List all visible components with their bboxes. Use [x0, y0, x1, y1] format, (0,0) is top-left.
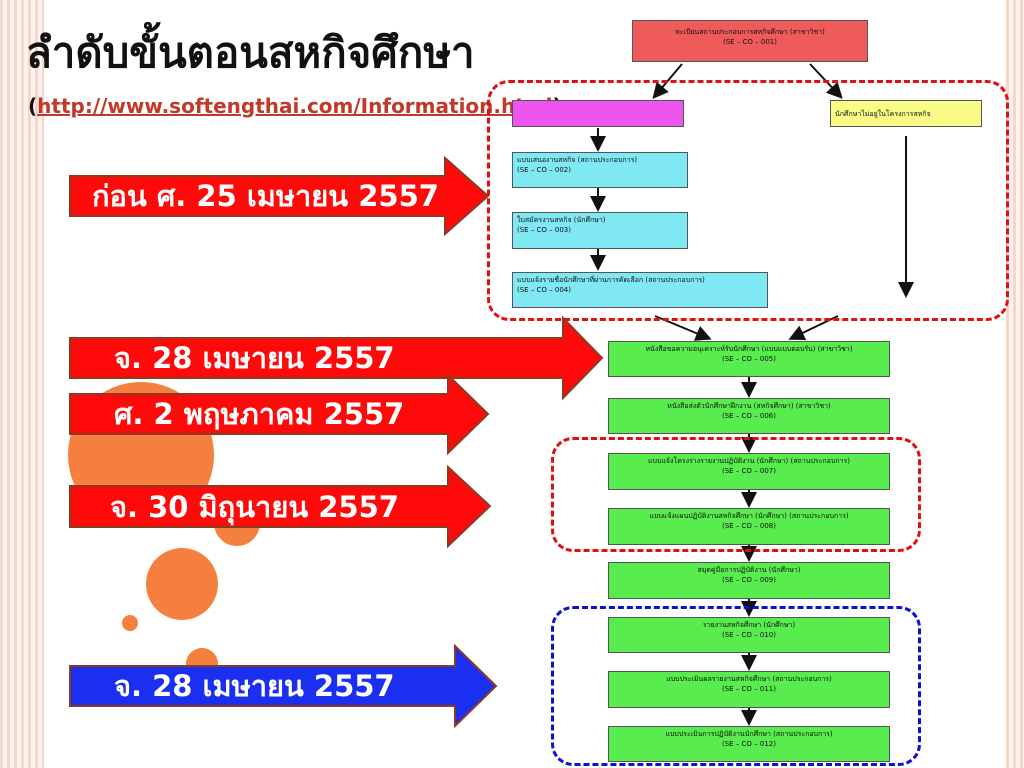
box-code: (SE – CO – 002) [517, 166, 571, 174]
source-reference: (http://www.softengthai.com/Information.… [28, 94, 562, 118]
left-stripe-decoration [0, 0, 44, 768]
box-title: แบบแจ้งรายชื่อนักศึกษาที่ผ่านการคัดเลือก… [517, 276, 705, 284]
flow-box-005: หนังสือขอความอนุเคราะห์รับนักศึกษา (แบบแ… [608, 341, 890, 377]
banner-label-3: ศ. 2 พฤษภาคม 2557 [114, 397, 405, 431]
box-title: สมุดคู่มือการปฏิบัติงาน (นักศึกษา) [697, 566, 801, 574]
box-code: (SE – CO – 005) [722, 355, 776, 363]
flow-box-not-in-program: นักศึกษาไม่อยู่ในโครงการสหกิจ [830, 100, 982, 127]
flow-box-002: แบบเสนองานสหกิจ (สถานประกอบการ) (SE – CO… [512, 152, 688, 188]
flow-box-004: แบบแจ้งรายชื่อนักศึกษาที่ผ่านการคัดเลือก… [512, 272, 768, 308]
box-code: (SE – CO – 009) [722, 576, 776, 584]
flow-box-012: แบบประเมินการปฏิบัติงานนักศึกษา (สถานประ… [608, 726, 890, 762]
box-title: แบบแจ้งแผนปฏิบัติงานสหกิจศึกษา (นักศึกษา… [649, 512, 849, 520]
box-code: (SE – CO – 007) [722, 467, 776, 475]
flow-box-in-program [512, 100, 684, 127]
right-stripe-decoration [1006, 0, 1024, 768]
box-title: นักศึกษาไม่อยู่ในโครงการสหกิจ [835, 110, 931, 118]
box-code: (SE – CO – 004) [517, 286, 571, 294]
slide-title: ลำดับขั้นตอนสหกิจศึกษา [26, 28, 475, 77]
banner-label-4: จ. 30 มิถุนายน 2557 [110, 489, 399, 524]
box-title: แบบแจ้งโครงร่างรายงานปฏิบัติงาน (นักศึกษ… [648, 457, 850, 465]
flow-box-007: แบบแจ้งโครงร่างรายงานปฏิบัติงาน (นักศึกษ… [608, 453, 890, 490]
box-title: แบบประเมินผลรายงานสหกิจศึกษา (สถานประกอบ… [666, 675, 832, 683]
box-code: (SE – CO – 006) [722, 412, 776, 420]
box-code: (SE – CO – 010) [722, 631, 776, 639]
flow-box-006: หนังสือส่งตัวนักศึกษาฝึกงาน (สหกิจศึกษา)… [608, 398, 890, 434]
decor-circle-medium [146, 548, 218, 620]
box-title: ทะเบียนสถานประกอบการสหกิจศึกษา (สาขาวิชา… [675, 28, 825, 36]
flow-box-001: ทะเบียนสถานประกอบการสหกิจศึกษา (สาขาวิชา… [632, 20, 868, 62]
source-link[interactable]: http://www.softengthai.com/Information.h… [37, 94, 553, 118]
box-code: (SE – CO – 008) [722, 522, 776, 530]
banner-label-2: จ. 28 เมษายน 2557 [114, 341, 395, 375]
box-title: แบบประเมินการปฏิบัติงานนักศึกษา (สถานประ… [665, 730, 833, 738]
box-code: (SE – CO – 011) [722, 685, 776, 693]
group-outline-final [551, 606, 921, 766]
flow-box-011: แบบประเมินผลรายงานสหกิจศึกษา (สถานประกอบ… [608, 671, 890, 708]
box-title: รายงานสหกิจศึกษา (นักศึกษา) [702, 621, 796, 629]
box-title: ใบสมัครงานสหกิจ (นักศึกษา) [517, 216, 606, 224]
banner-label-1: ก่อน ศ. 25 เมษายน 2557 [92, 179, 439, 213]
box-code: (SE – CO – 012) [722, 740, 776, 748]
box-title: แบบเสนองานสหกิจ (สถานประกอบการ) [517, 156, 638, 164]
flow-box-009: สมุดคู่มือการปฏิบัติงาน (นักศึกษา) (SE –… [608, 562, 890, 599]
group-outline-pre [487, 80, 1009, 321]
box-title: หนังสือขอความอนุเคราะห์รับนักศึกษา (แบบแ… [645, 345, 853, 353]
paren-open: ( [28, 94, 38, 118]
decor-circle-tiny [122, 615, 138, 631]
box-code: (SE – CO – 003) [517, 226, 571, 234]
group-outline-mid [551, 437, 921, 552]
box-title: หนังสือส่งตัวนักศึกษาฝึกงาน (สหกิจศึกษา)… [667, 402, 831, 410]
flow-box-010: รายงานสหกิจศึกษา (นักศึกษา) (SE – CO – 0… [608, 617, 890, 653]
flow-box-003: ใบสมัครงานสหกิจ (นักศึกษา) (SE – CO – 00… [512, 212, 688, 249]
flow-box-008: แบบแจ้งแผนปฏิบัติงานสหกิจศึกษา (นักศึกษา… [608, 508, 890, 545]
box-code: (SE – CO – 001) [723, 38, 777, 46]
banner-label-5: จ. 28 เมษายน 2557 [114, 669, 395, 703]
